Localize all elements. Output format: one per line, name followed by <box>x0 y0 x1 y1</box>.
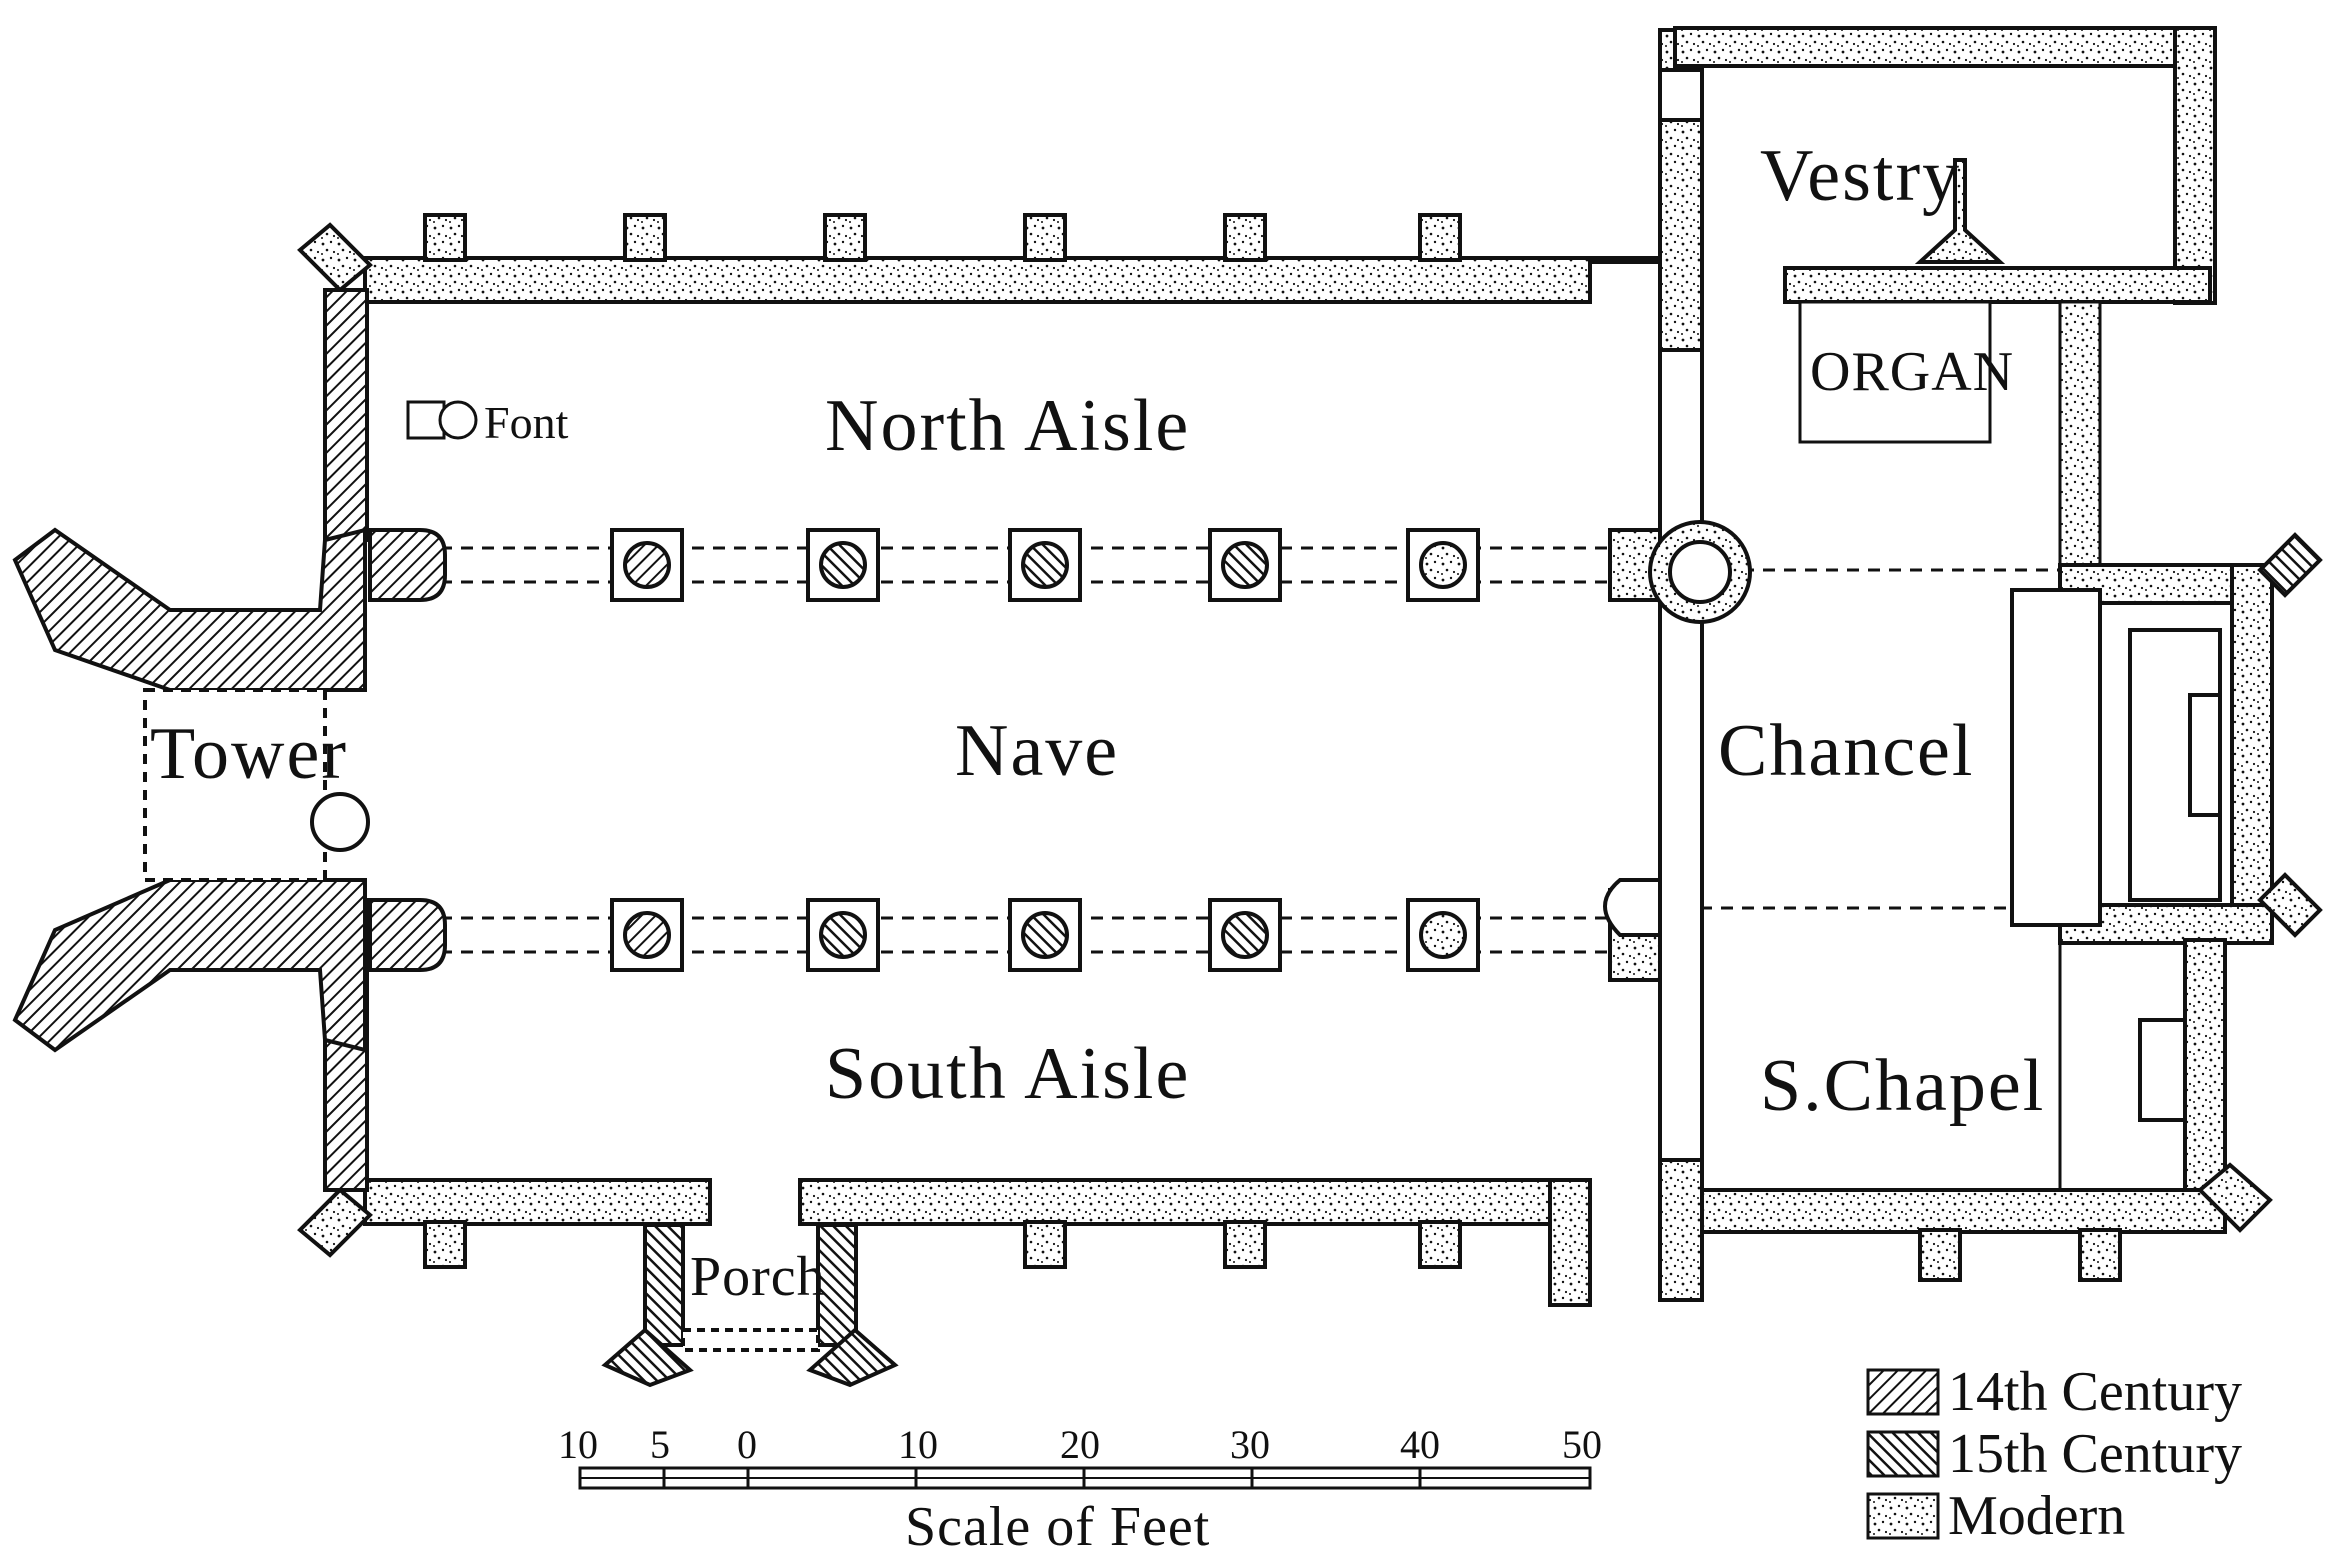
organ-chamber <box>1798 300 2102 574</box>
south-aisle-label: South Aisle <box>825 1033 1190 1115</box>
legend-label-15th: 15th Century <box>1948 1423 2242 1485</box>
south-chapel-label: S.Chapel <box>1760 1045 2045 1127</box>
south-chapel-walls <box>1700 938 2273 1282</box>
north-aisle-label: North Aisle <box>825 385 1190 467</box>
font-label: Font <box>484 397 569 448</box>
south-arcade-piers <box>368 888 1702 982</box>
legend-label-14th: 14th Century <box>1948 1361 2242 1423</box>
vestry-label: Vestry <box>1760 135 1961 217</box>
legend-swatch-15th <box>1866 1430 1940 1478</box>
scale-bar: 10 5 0 10 20 30 40 50 Scale of Feet <box>558 1422 1602 1554</box>
scale-tick: 0 <box>737 1422 757 1467</box>
tower-label: Tower <box>150 713 348 795</box>
north-wall <box>297 213 1677 304</box>
scale-tick: 40 <box>1400 1422 1440 1467</box>
nave-label: Nave <box>955 710 1119 792</box>
chancel-arch-wall <box>1603 28 1752 1302</box>
scale-tick: 5 <box>650 1422 670 1467</box>
south-wall <box>297 1178 1592 1307</box>
chancel-label: Chancel <box>1718 710 1974 792</box>
porch <box>601 1223 899 1388</box>
scale-title: Scale of Feet <box>905 1496 1210 1554</box>
legend-swatch-14th <box>1866 1368 1940 1416</box>
legend: 14th Century 15th Century Modern <box>1866 1361 2242 1547</box>
chancel-walls <box>2010 532 2323 945</box>
scale-tick: 30 <box>1230 1422 1270 1467</box>
legend-swatch-modern <box>1866 1492 1940 1540</box>
font-symbol <box>406 400 478 440</box>
scale-tick: 50 <box>1562 1422 1602 1467</box>
tower <box>12 527 370 1053</box>
vestry <box>1673 26 2217 305</box>
organ-label: ORGAN <box>1810 341 2014 403</box>
north-arcade-piers <box>368 528 1682 602</box>
scale-tick: 10 <box>558 1422 598 1467</box>
porch-label: Porch <box>690 1246 826 1308</box>
scale-tick: 20 <box>1060 1422 1100 1467</box>
scale-tick: 10 <box>898 1422 938 1467</box>
legend-label-modern: Modern <box>1948 1485 2125 1547</box>
